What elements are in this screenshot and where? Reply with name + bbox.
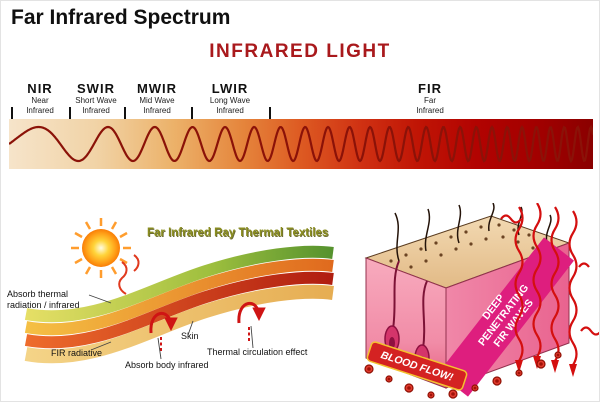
label-skin: Skin xyxy=(181,331,199,341)
band-name-line1: Short Wave xyxy=(75,96,117,105)
band-name-line2: Infrared xyxy=(143,105,171,115)
label-leader-lines xyxy=(88,294,254,360)
spectrum-wave xyxy=(9,124,593,164)
textile-layers xyxy=(24,245,334,364)
band-name-line1: Long Wave xyxy=(209,96,251,105)
sun-radiation-squiggle xyxy=(133,254,140,272)
skin-pores xyxy=(389,223,546,269)
band-name-line2: Infrared xyxy=(26,105,54,115)
sun-icon xyxy=(71,218,131,278)
spectrum-band-nir: NIR Near Infrared xyxy=(26,81,54,115)
spectrum-band-lwir: LWIR Long Wave Infrared xyxy=(210,81,250,115)
band-abbr: NIR xyxy=(27,81,53,96)
spectrum-band-mwir: MWIR Mid Wave Infrared xyxy=(137,81,177,115)
label-fir-radiative: FIR radiative xyxy=(51,348,103,358)
band-name-line1: Mid Wave xyxy=(139,96,175,105)
page-title: Far Infrared Spectrum xyxy=(11,6,231,29)
fir-wave-lines xyxy=(500,203,599,366)
band-name-line2: Infrared xyxy=(416,105,444,115)
band-name-line2: Infrared xyxy=(82,105,110,115)
band-abbr: FIR xyxy=(418,81,442,96)
blood-cells xyxy=(364,351,562,399)
infrared-light-heading: INFRARED LIGHT xyxy=(209,41,391,62)
label-absorb-thermal-radiation: Absorb thermal radiation / infrared xyxy=(7,289,80,311)
skin-cross-section-illustration: DEEP PENETRATING FIR WAVES xyxy=(364,203,599,399)
band-name-line1: Far xyxy=(423,96,436,105)
band-abbr: LWIR xyxy=(211,81,249,96)
band-name-line2: Infrared xyxy=(216,105,244,115)
sun-radiation-squiggle xyxy=(118,261,128,295)
thermal-textiles-illustration xyxy=(24,218,334,364)
band-abbr: MWIR xyxy=(136,81,178,96)
label-absorb-body-infrared: Absorb body infrared xyxy=(125,360,209,370)
spectrum-band-swir: SWIR Short Wave Infrared xyxy=(75,81,117,115)
spectrum-wave-line xyxy=(9,124,593,164)
spectrum-band-fir: FIR Far Infrared xyxy=(416,81,444,115)
textiles-title: Far Infrared Ray Thermal Textiles xyxy=(147,227,329,239)
thermal-circulation-arrows xyxy=(149,301,266,353)
fir-waves-ribbon xyxy=(438,237,574,397)
band-abbr: SWIR xyxy=(77,81,115,96)
label-thermal-circulation-effect: Thermal circulation effect xyxy=(207,347,308,357)
band-name-line1: Near xyxy=(31,96,49,105)
